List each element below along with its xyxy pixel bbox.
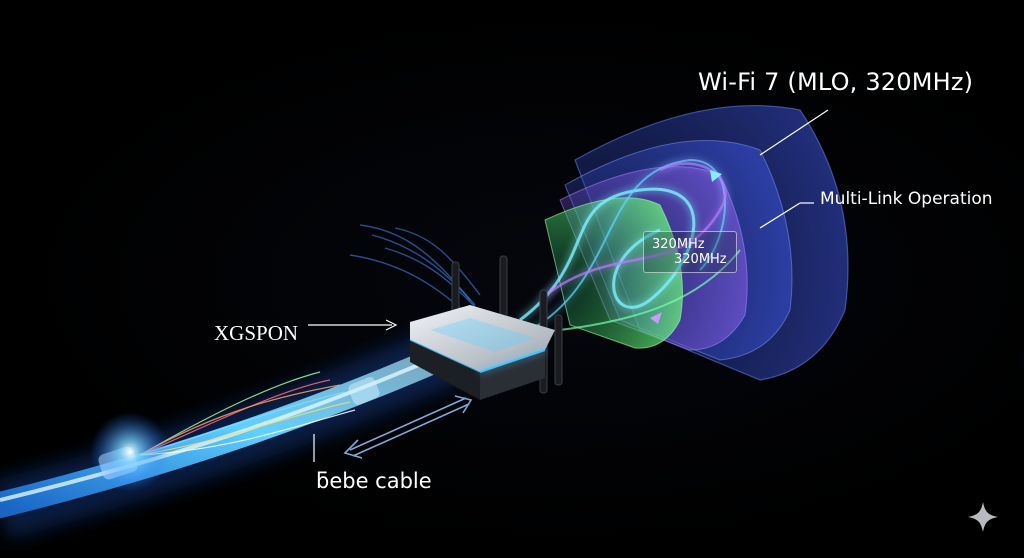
wifi7-label: Wi-Fi 7 (MLO, 320MHz) [698,68,974,96]
double-arrow [343,395,473,459]
fiber-cable [0,317,483,539]
frequency-callout: 320MHz 320MHz [643,231,737,273]
sparkle-icon [968,502,998,532]
wifi-wave-fan [519,105,849,381]
fibre-cable-label: ƃebe cable [316,469,432,493]
data-streams [349,224,481,316]
frequency-primary: 320MHz [652,237,705,252]
frequency-secondary: 320MHz [674,252,727,267]
xgspon-label: XGSPON [214,321,299,345]
mlo-label: Multi-Link Operation [820,189,993,209]
router [409,255,563,400]
leader-lines [308,109,829,462]
